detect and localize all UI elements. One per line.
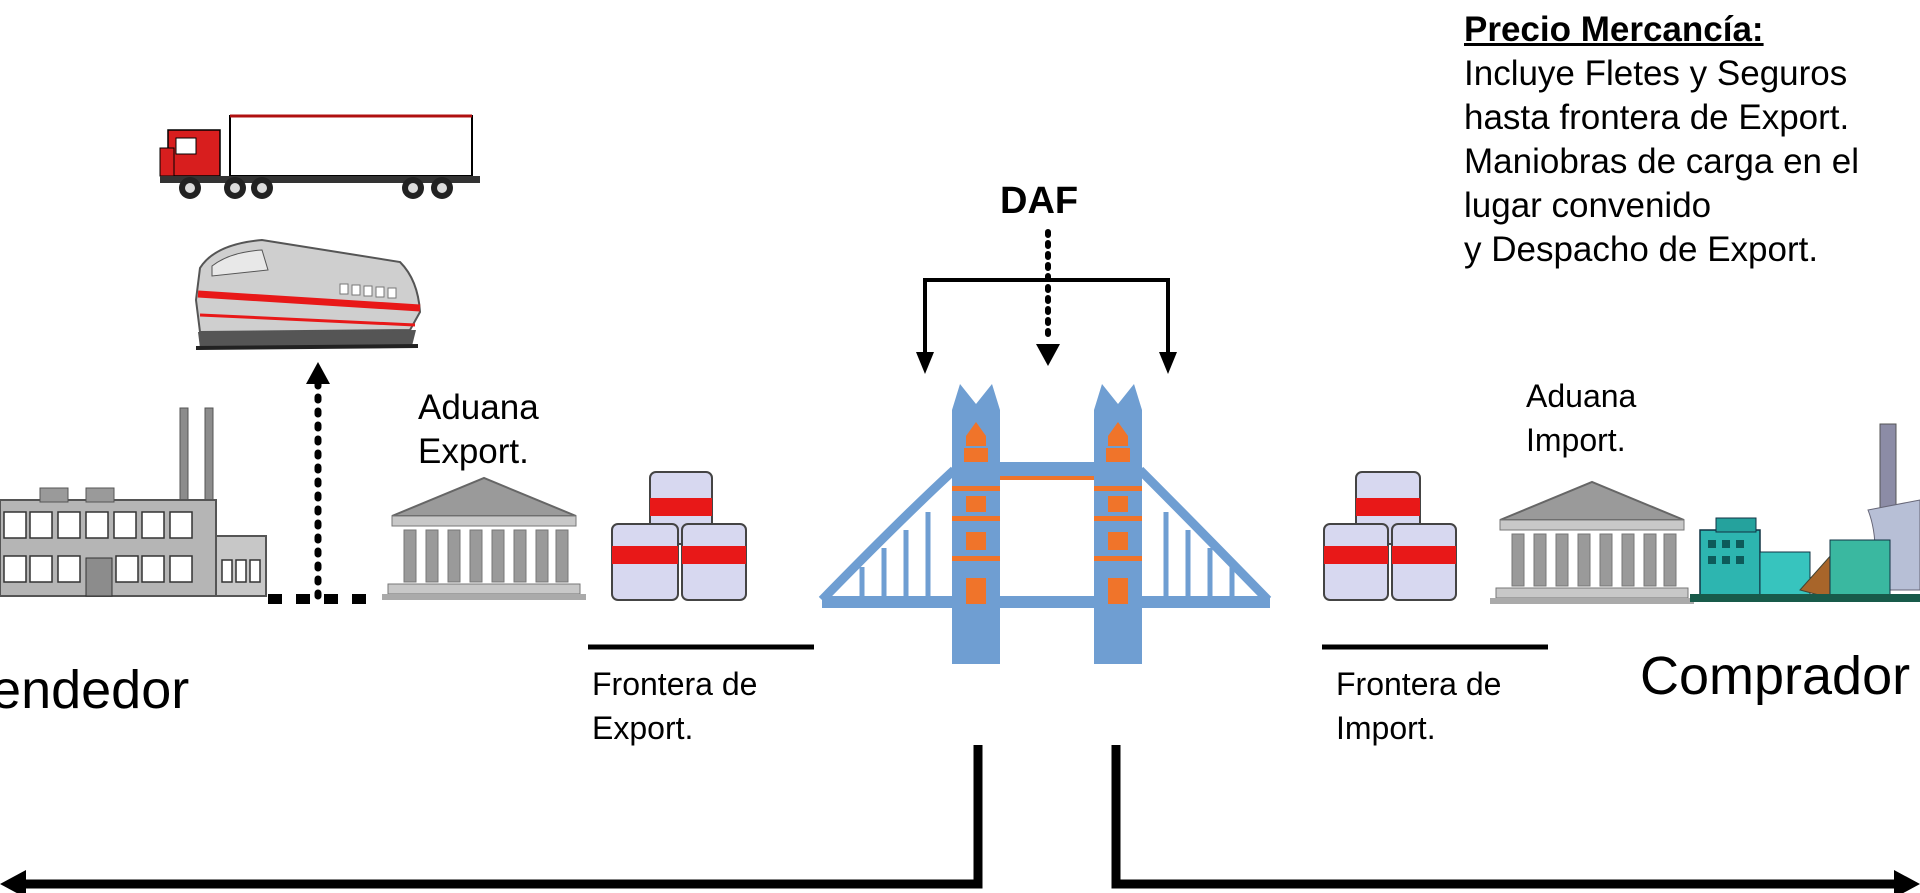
responsibility-arrows — [0, 745, 1920, 893]
buyer-label: Comprador — [1640, 646, 1911, 706]
import-customs-line2: Import. — [1526, 422, 1626, 458]
price-note-line: lugar convenido — [1464, 186, 1712, 225]
factory-icon — [0, 407, 267, 597]
price-note-line: y Despacho de Export. — [1464, 230, 1819, 269]
daf-bracket — [916, 229, 1177, 374]
dock-to-transport-arrow — [268, 362, 372, 604]
import-border-line1: Frontera de — [1336, 666, 1502, 702]
cargo-cans-icon — [611, 471, 747, 601]
customs-building-icon — [1490, 480, 1694, 604]
price-note: Precio Mercancía: Incluye Fletes y Segur… — [1464, 8, 1859, 272]
train-icon — [194, 238, 422, 350]
price-note-line: Incluye Fletes y Seguros — [1464, 54, 1848, 93]
incoterm-label: DAF — [1000, 180, 1079, 222]
seller-label: Vendedor — [0, 660, 190, 720]
price-note-line: Maniobras de carga en el — [1464, 142, 1859, 181]
tower-bridge-icon — [818, 384, 1272, 664]
export-customs-line1: Aduana — [418, 388, 539, 427]
import-customs-line1: Aduana — [1526, 378, 1637, 414]
export-border-label: Frontera de Export. — [592, 662, 757, 750]
cargo-cans-icon — [1323, 471, 1457, 601]
import-border-line2: Import. — [1336, 710, 1436, 746]
export-customs-line2: Export. — [418, 432, 529, 471]
export-customs-label: Aduana Export. — [418, 386, 539, 474]
industrial-plant-icon — [1690, 423, 1920, 602]
price-note-title: Precio Mercancía: — [1464, 10, 1764, 49]
customs-building-icon — [382, 476, 586, 600]
price-note-line: hasta frontera de Export. — [1464, 98, 1850, 137]
import-customs-label: Aduana Import. — [1526, 374, 1636, 462]
truck-icon — [159, 114, 480, 199]
export-border-line2: Export. — [592, 710, 694, 746]
import-border-label: Frontera de Import. — [1336, 662, 1501, 750]
export-border-line1: Frontera de — [592, 666, 758, 702]
